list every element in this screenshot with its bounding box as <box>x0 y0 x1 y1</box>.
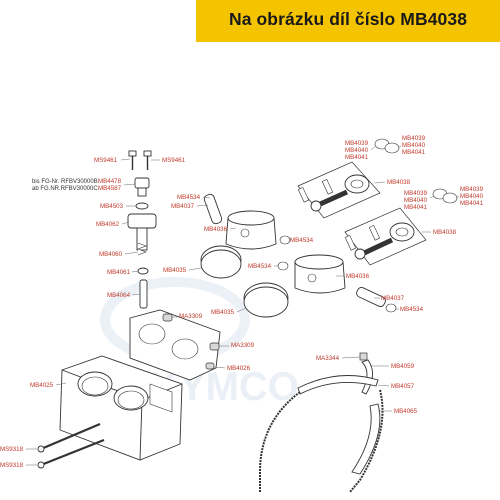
tensioner-bolt <box>134 177 150 197</box>
spring-mb4060 <box>137 242 147 256</box>
piston-rings-upper <box>200 245 242 279</box>
label-ms9318-b[interactable]: MS9318 <box>0 462 24 469</box>
label-mb4025[interactable]: MB4025 <box>30 382 54 389</box>
piston-lower <box>294 254 346 294</box>
label-mb4035-b[interactable]: MB4035 <box>211 309 235 316</box>
bolt-ms9461-right <box>143 150 152 170</box>
rod-mb4064 <box>139 279 148 309</box>
label-mb4037-b[interactable]: MB4037 <box>381 295 405 302</box>
banner-title: Na obrázku díl číslo MB4038 <box>228 9 468 29</box>
bolt-ma3344 <box>359 352 368 361</box>
label-mb4040-a[interactable]: MB4040 <box>345 147 369 154</box>
piston-upper <box>225 210 277 250</box>
label-mb4062[interactable]: MB4062 <box>96 221 120 228</box>
circlip-mid <box>277 261 289 271</box>
bearing-shells-upper <box>374 138 400 154</box>
label-mb4478[interactable]: MB4478 <box>98 178 122 185</box>
bearing-shells-lower <box>432 188 458 204</box>
label-mb4037-a[interactable]: MB4037 <box>171 203 195 210</box>
label-mb4503[interactable]: MB4503 <box>100 203 124 210</box>
label-mb4065[interactable]: MB4065 <box>394 408 418 415</box>
label-mb4061[interactable]: MB4061 <box>107 269 131 276</box>
label-mb4038-a[interactable]: MB4038 <box>387 179 411 186</box>
label-ma3309-a[interactable]: MA3309 <box>179 313 203 320</box>
label-mb4038-b[interactable]: MB4038 <box>433 229 457 236</box>
label-mb4041-b[interactable]: MB4041 <box>402 149 426 156</box>
label-mb4039-a[interactable]: MB4039 <box>345 140 369 147</box>
stud-bolt-lower <box>37 438 105 469</box>
label-mb4534-b[interactable]: MB4534 <box>290 237 314 244</box>
piece-mb4061 <box>137 267 149 275</box>
label-mb4035-a[interactable]: MB4035 <box>163 267 187 274</box>
label-ma3344[interactable]: MA3344 <box>316 355 340 362</box>
label-mb4040-b[interactable]: MB4040 <box>402 142 426 149</box>
label-mb4060[interactable]: MB4060 <box>99 251 123 258</box>
label-ms9318-a[interactable]: MS9318 <box>0 446 24 453</box>
conrod-box-upper <box>297 161 381 219</box>
cylinder-block <box>59 355 183 461</box>
label-mb4039-d[interactable]: MB4039 <box>460 186 484 193</box>
note-line1: bis FG-Nr. RFBV30000B <box>32 179 98 185</box>
washer-mb4503 <box>135 202 149 210</box>
cylinder-gasket <box>129 309 221 381</box>
label-mb4059[interactable]: MB4059 <box>391 363 415 370</box>
title-banner: Na obrázku díl číslo MB4038 <box>196 0 500 42</box>
label-mb4041-a[interactable]: MB4041 <box>345 154 369 161</box>
label-mb4026[interactable]: MB4026 <box>227 365 251 372</box>
note-line2: ab FG.NR.RFBV30000C <box>32 186 98 192</box>
label-mb4057[interactable]: MB4057 <box>391 383 415 390</box>
label-mb4534-a[interactable]: MB4534 <box>177 194 201 201</box>
piston-pin-lower <box>356 286 386 308</box>
label-ma3309-b[interactable]: MA3309 <box>231 342 255 349</box>
chain-guide-mb4065 <box>351 403 381 475</box>
guide-mb4026 <box>205 362 215 370</box>
conrod-box-lower <box>344 207 427 266</box>
piston-rings-lower <box>243 282 289 318</box>
chain-guide-mb4057 <box>297 375 379 395</box>
circlip-lower <box>385 303 397 313</box>
tensioner-body <box>127 213 157 251</box>
label-mb4041-c[interactable]: MB4041 <box>404 204 428 211</box>
label-mb4039-b[interactable]: MB4039 <box>402 135 426 142</box>
label-mb4587[interactable]: MB4587 <box>98 185 122 192</box>
label-mb4534-c[interactable]: MB4534 <box>248 263 272 270</box>
label-ms9461-left[interactable]: MS9461 <box>94 157 118 164</box>
label-mb4040-d[interactable]: MB4040 <box>460 193 484 200</box>
dowel-ma3309-upper <box>162 313 173 322</box>
label-mb4041-d[interactable]: MB4041 <box>460 200 484 207</box>
label-mb4036-a[interactable]: MB4036 <box>204 226 228 233</box>
label-mb4040-c[interactable]: MB4040 <box>404 197 428 204</box>
stud-bolt-upper <box>37 422 101 453</box>
label-mb4064[interactable]: MB4064 <box>107 292 131 299</box>
bolt-ms9461-left <box>128 150 137 170</box>
labels: MS9461 MS9461 bis FG-Nr. RFBV30000B ab F… <box>0 135 484 469</box>
label-mb4534-d[interactable]: MB4534 <box>400 306 424 313</box>
label-ms9461-right[interactable]: MS9461 <box>162 157 186 164</box>
dowel-ma3309-lower <box>209 342 220 351</box>
label-mb4039-c[interactable]: MB4039 <box>404 190 428 197</box>
label-mb4036-b[interactable]: MB4036 <box>346 273 370 280</box>
piston-pin-upper <box>203 193 223 225</box>
timing-chain <box>259 389 384 493</box>
circlip-upper <box>279 235 291 245</box>
